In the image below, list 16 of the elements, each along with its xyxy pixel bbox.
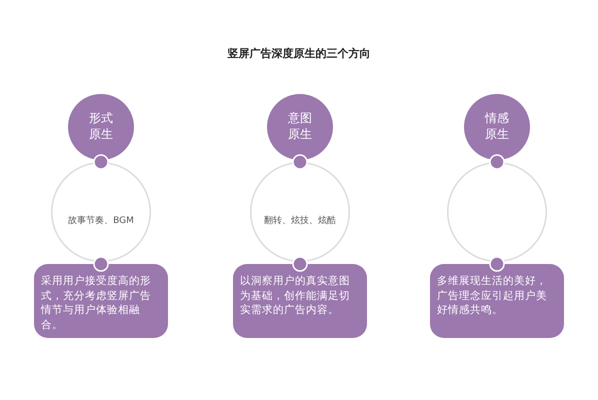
ring-circle	[447, 162, 547, 262]
heading-circle: 意图原生	[267, 94, 333, 160]
connector	[489, 154, 505, 170]
connector	[93, 256, 109, 272]
heading-circle: 情感原生	[464, 94, 530, 160]
title: 竖屏广告深度原生的三个方向	[226, 46, 372, 61]
description-box: 以洞察用户的真实意图为基础，创作能满足切实需求的广告内容。	[233, 264, 367, 338]
description-box: 多维展现生活的美好，广告理念应引起用户美好情感共鸣。	[430, 264, 564, 338]
connector	[93, 154, 109, 170]
heading-circle: 形式原生	[68, 94, 134, 160]
connector	[489, 256, 505, 272]
connector	[292, 256, 308, 272]
description-box: 采用用户接受度高的形式，充分考虑竖屏广告情节与用户体验相融合。	[34, 264, 168, 338]
ring-circle: 故事节奏、BGM	[51, 162, 151, 262]
connector	[292, 154, 308, 170]
ring-circle: 翻转、炫技、炫酷	[250, 162, 350, 262]
